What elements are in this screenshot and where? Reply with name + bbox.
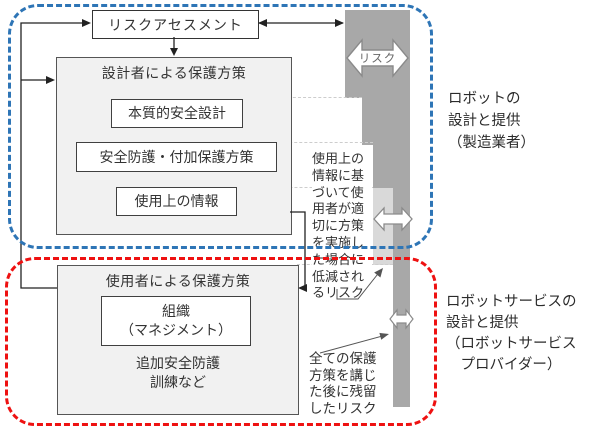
- reduced-risk-double-arrow-icon: [373, 206, 413, 232]
- risk-arrow-label: リスク: [359, 52, 397, 65]
- organization-management-box: 組織 （マネジメント）: [101, 296, 251, 346]
- step-guide-line-1: [242, 97, 362, 98]
- residual-risk-double-arrow-icon: [389, 308, 414, 330]
- step-guide-line-3: [234, 187, 373, 188]
- designer-to-user-line: [290, 211, 306, 289]
- arrowhead-left-icon: [258, 19, 267, 27]
- information-for-use-box: 使用上の情報: [116, 187, 237, 216]
- arrowhead-into-user-icon: [298, 284, 307, 292]
- arrowhead-right-icon: [335, 19, 344, 27]
- residual-risk-note: 全ての保護 方策を講じ た後に残留 したリスク: [309, 351, 377, 416]
- residual-risk-leader-line: [319, 334, 387, 354]
- risk-bar-segment-3: [373, 145, 410, 188]
- reduced-risk-note: 使用上の 情報に基 づいて使 用者が適 切に方策 を実施し た場合に 低減され …: [312, 151, 372, 303]
- step-guide-line-2: [274, 142, 373, 143]
- additional-measures-text: 追加安全防護 訓練など: [136, 355, 220, 390]
- designer-measures-panel: 設計者による保護方策 本質的安全設計 安全防護・付加保護方策 使用上の情報: [56, 57, 292, 235]
- provider-label: ロボットサービスの 設計と提供 （ロボットサービス プロバイダー）: [446, 294, 577, 373]
- risk-assessment-label: リスクアセスメント: [108, 16, 243, 33]
- residual-risk-leader-arrowhead-icon: [379, 332, 389, 340]
- inherent-safety-design-box: 本質的安全設計: [111, 99, 243, 128]
- arrowhead-into-designer-icon: [46, 76, 55, 84]
- arrowhead-into-risk-assessment-icon: [82, 19, 91, 27]
- risk-bar-segment-2: [362, 98, 410, 145]
- user-measures-panel: 使用者による保護方策 組織 （マネジメント） 追加安全防護 訓練など: [57, 265, 299, 415]
- risk-double-arrow-icon: リスク: [346, 38, 409, 78]
- reduced-risk-leader-line: [336, 269, 382, 300]
- feedback-loop-line: [20, 22, 89, 289]
- arrowhead-down-icon: [170, 48, 178, 56]
- designer-panel-title: 設計者による保護方策: [101, 65, 247, 81]
- reduced-risk-leader-arrowhead-icon: [374, 268, 383, 278]
- user-panel-title: 使用者による保護方策: [105, 273, 251, 289]
- risk-assessment-box: リスクアセスメント: [92, 10, 259, 39]
- safeguarding-measures-box: 安全防護・付加保護方策: [76, 142, 277, 172]
- risk-bar-residual-segment: [393, 188, 410, 407]
- manufacturer-label: ロボットの 設計と提供 （製造業者）: [448, 91, 535, 151]
